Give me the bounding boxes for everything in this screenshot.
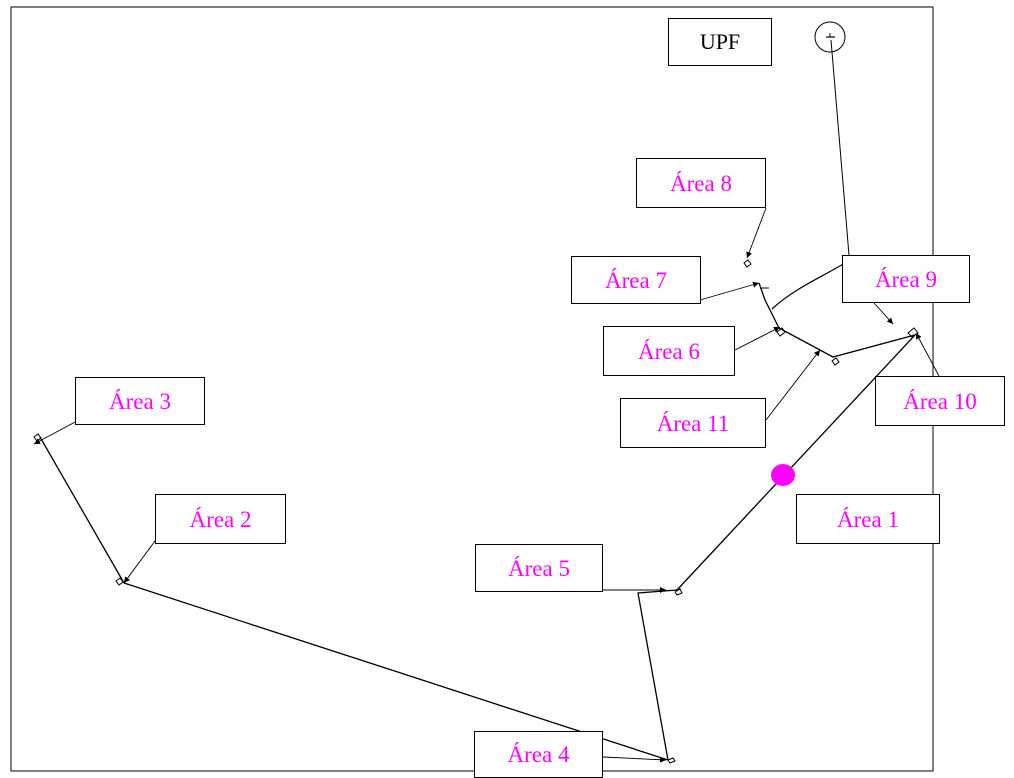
stop-marker-area6 bbox=[776, 327, 786, 337]
stop-marker-area3 bbox=[33, 433, 42, 442]
callout-arrow-area11 bbox=[765, 349, 821, 421]
callout-arrow-area6 bbox=[734, 326, 781, 351]
stop-marker-area2 bbox=[115, 577, 124, 586]
label-area-9: Área 9 bbox=[842, 255, 970, 303]
route-segment-area7-road bbox=[771, 262, 846, 310]
upf-connector-line bbox=[830, 39, 850, 256]
route-segment-area2-area4 bbox=[123, 582, 669, 761]
label-area-5: Área 5 bbox=[475, 544, 603, 592]
callout-arrow-area10 bbox=[915, 332, 940, 377]
compass-icon bbox=[814, 21, 846, 53]
route-segment-area10-area6 bbox=[778, 327, 916, 358]
stop-marker-area8 bbox=[743, 259, 752, 268]
label-area-8: Área 8 bbox=[636, 158, 766, 208]
label-area-6: Área 6 bbox=[603, 326, 735, 376]
route-segment-area3-area2 bbox=[39, 436, 125, 584]
callout-arrows bbox=[33, 207, 940, 763]
callout-arrow-area2 bbox=[123, 540, 156, 584]
label-area-3: Área 3 bbox=[75, 377, 205, 425]
label-area-4: Área 4 bbox=[474, 731, 603, 778]
callout-arrow-area8 bbox=[746, 207, 767, 259]
label-upf: UPF bbox=[668, 18, 772, 66]
label-area-7: Área 7 bbox=[571, 256, 701, 304]
label-area-11: Área 11 bbox=[620, 398, 766, 448]
area1-location-marker bbox=[771, 464, 795, 486]
stop-marker-area11 bbox=[831, 357, 840, 366]
stop-marker-area5 bbox=[674, 588, 683, 596]
route-segment-area4-area5 bbox=[637, 589, 678, 761]
label-area-10: Área 10 bbox=[875, 376, 1005, 426]
label-area-2: Área 2 bbox=[155, 494, 286, 544]
callout-arrow-area7 bbox=[699, 281, 760, 301]
route-segment-area6-area7 bbox=[758, 282, 780, 329]
stop-marker-area10 bbox=[907, 327, 919, 338]
label-area-1: Área 1 bbox=[796, 494, 940, 544]
stop-marker-area4 bbox=[667, 757, 676, 764]
stop-markers bbox=[33, 259, 919, 764]
callout-arrow-area4 bbox=[602, 756, 667, 763]
callout-arrow-area3 bbox=[33, 420, 78, 445]
callout-arrow-area9 bbox=[873, 302, 894, 325]
